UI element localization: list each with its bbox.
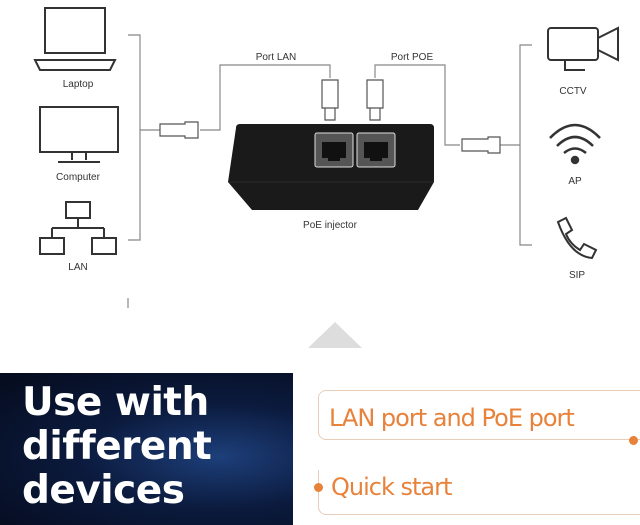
wifi-icon <box>549 123 601 165</box>
banner-panel: Use with different devices <box>0 373 293 525</box>
label-poe-injector: PoE injector <box>303 220 358 231</box>
scroll-up-triangle <box>308 322 362 348</box>
menu-item-lan-poe-port[interactable]: LAN port and PoE port <box>318 390 640 440</box>
banner-headline: Use with different devices <box>22 380 212 513</box>
headline-line-3: devices <box>22 468 185 513</box>
bullet-dot <box>629 436 638 445</box>
label-cctv: CCTV <box>559 86 587 97</box>
ethernet-plug-icon <box>159 79 501 154</box>
poe-diagram: Laptop Computer LAN Port LAN Port POE Po… <box>33 7 619 348</box>
headline-line-2: different <box>22 424 212 469</box>
label-sip: SIP <box>569 270 585 281</box>
label-port-poe: Port POE <box>391 52 434 63</box>
label-computer: Computer <box>56 172 101 183</box>
computer-icon <box>39 106 119 163</box>
label-laptop: Laptop <box>63 79 94 90</box>
menu-item-quick-start[interactable]: Quick start <box>318 470 640 515</box>
headline-line-1: Use with <box>22 380 209 425</box>
label-ap: AP <box>568 176 582 187</box>
poe-injector-device <box>228 124 434 210</box>
laptop-icon <box>33 7 117 71</box>
phone-icon <box>556 216 598 260</box>
lan-icon <box>39 201 117 255</box>
label-port-lan: Port LAN <box>256 52 297 63</box>
cctv-icon <box>547 26 619 71</box>
label-lan: LAN <box>68 262 87 273</box>
bullet-dot <box>314 483 323 492</box>
